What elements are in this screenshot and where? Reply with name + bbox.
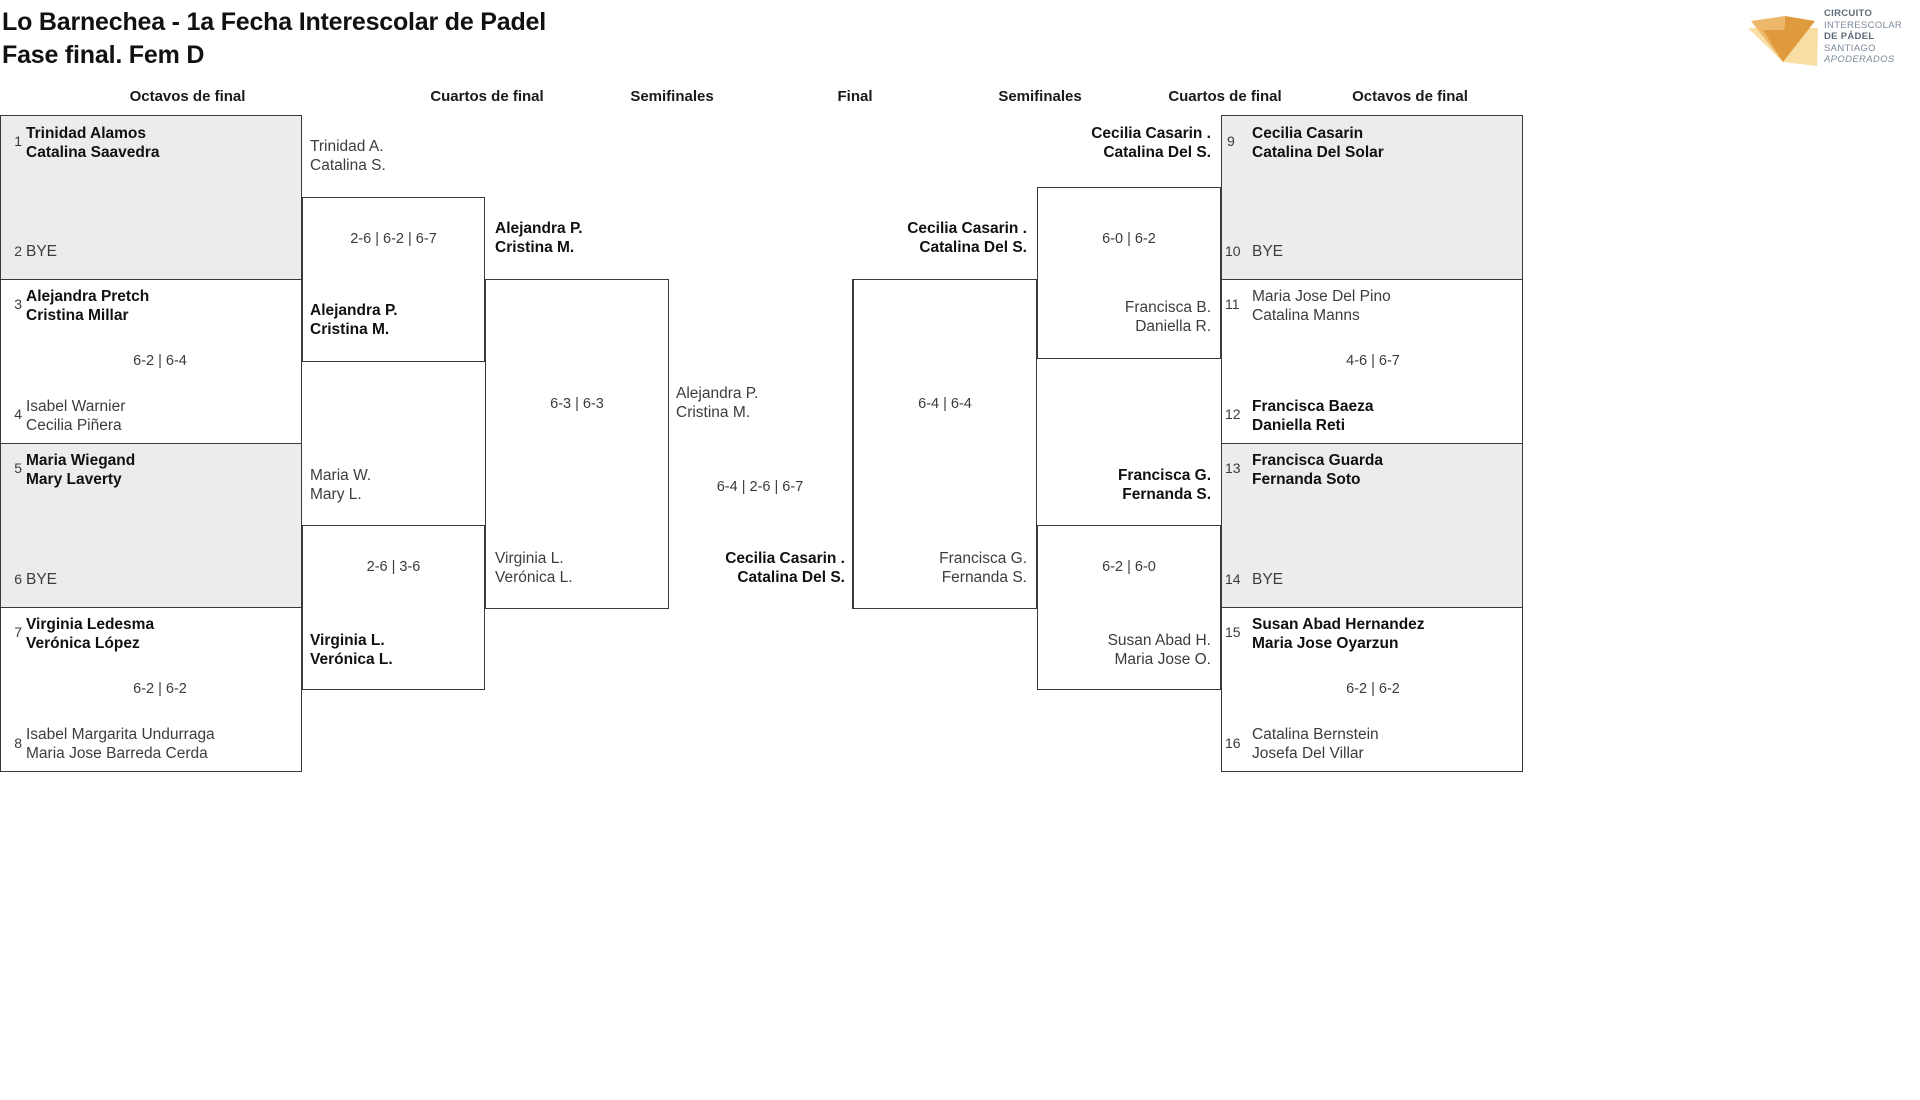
seed-number-9: 9 <box>1227 133 1235 149</box>
seed-number-7: 7 <box>14 624 22 640</box>
round-heading-right-r16: Octavos de final <box>1352 88 1468 105</box>
match-box-left-sf-1[interactable] <box>485 279 669 609</box>
score-left-r16-2: 6-2 | 6-4 <box>133 353 187 369</box>
player-names-left-sf-bot: Virginia L. Verónica L. <box>495 550 573 586</box>
player-names-seed-6: BYE <box>26 571 58 588</box>
player-names-seed-4: Isabel Warnier Cecilia Piñera <box>26 398 126 434</box>
player-names-seed-11: Maria Jose Del Pino Catalina Manns <box>1252 288 1391 324</box>
round-heading-final: Final <box>837 88 873 105</box>
score-left-qf-1: 2-6 | 6-2 | 6-7 <box>350 231 437 247</box>
player-names-right-qf-1-bot: Francisca B. Daniella R. <box>1124 299 1211 335</box>
seed-number-16: 16 <box>1225 735 1241 751</box>
player-names-seed-14: BYE <box>1252 571 1284 588</box>
logo-line-1: CIRCUITO <box>1824 8 1873 19</box>
score-right-r16-2: 4-6 | 6-7 <box>1346 353 1400 369</box>
seed-number-15: 15 <box>1225 624 1241 640</box>
player-names-right-qf-2-bot: Susan Abad H. Maria Jose O. <box>1107 632 1211 668</box>
player-names-left-qf-1-bot: Alejandra P. Cristina M. <box>310 302 398 338</box>
match-box-right-r16-1[interactable] <box>1221 115 1523 280</box>
player-names-seed-7: Virginia Ledesma Verónica López <box>26 616 155 652</box>
round-heading-right-sf: Semifinales <box>998 88 1082 105</box>
match-box-left-r16-3[interactable] <box>0 443 302 608</box>
player-names-seed-8: Isabel Margarita Undurraga Maria Jose Ba… <box>26 726 215 762</box>
score-left-qf-2: 2-6 | 3-6 <box>366 559 421 575</box>
score-right-qf-1: 6-0 | 6-2 <box>1102 231 1156 247</box>
match-box-final[interactable] <box>669 279 853 609</box>
round-heading-left-qf: Cuartos de final <box>430 88 544 105</box>
match-box-left-r16-4[interactable] <box>0 607 302 772</box>
seed-number-2: 2 <box>14 243 22 259</box>
seed-number-8: 8 <box>14 735 22 751</box>
player-names-seed-5: Maria Wiegand Mary Laverty <box>26 452 136 488</box>
score-right-r16-4: 6-2 | 6-2 <box>1346 681 1400 697</box>
logo-line-2: INTERESCOLAR <box>1824 19 1903 31</box>
match-box-right-sf-1[interactable] <box>853 279 1037 609</box>
title-line-2: Fase final. Fem D <box>2 40 205 69</box>
score-left-r16-4: 6-2 | 6-2 <box>133 681 187 697</box>
seed-number-3: 3 <box>14 296 22 312</box>
player-names-left-qf-1-top: Trinidad A. Catalina S. <box>310 138 386 174</box>
player-names-final-top: Alejandra P. Cristina M. <box>676 385 759 421</box>
score-left-sf: 6-3 | 6-3 <box>550 396 604 412</box>
match-box-right-r16-4[interactable] <box>1221 607 1523 772</box>
player-names-right-sf-bot: Francisca G. Fernanda S. <box>939 550 1027 586</box>
seed-number-11: 11 <box>1225 296 1240 312</box>
match-box-right-r16-2[interactable] <box>1221 279 1523 444</box>
match-box-left-qf-1[interactable] <box>302 197 485 362</box>
player-names-left-qf-2-top: Maria W. Mary L. <box>310 467 372 503</box>
match-box-right-qf-1[interactable] <box>1037 187 1221 359</box>
player-names-final-bot: Cecilia Casarin . Catalina Del S. <box>725 550 845 586</box>
round-heading-left-r16: Octavos de final <box>129 88 246 105</box>
match-box-left-qf-2[interactable] <box>302 525 485 690</box>
seed-number-4: 4 <box>14 406 22 422</box>
match-box-right-qf-2[interactable] <box>1037 525 1221 690</box>
logo-wordmark: CIRCUITO INTERESCOLAR DE PÁDEL SANTIAGO … <box>1824 8 1902 66</box>
logo-line-5: APODERADOS <box>1824 54 1895 66</box>
seed-number-6: 6 <box>14 571 22 587</box>
player-names-right-qf-1-top: Cecilia Casarin . Catalina Del S. <box>1091 125 1211 161</box>
player-names-seed-15: Susan Abad Hernandez Maria Jose Oyarzun <box>1252 616 1425 652</box>
circuito-star-logo-icon <box>1743 4 1918 76</box>
match-box-left-r16-1[interactable] <box>0 115 302 280</box>
player-names-seed-2: BYE <box>26 243 58 260</box>
seed-number-13: 13 <box>1225 460 1241 476</box>
player-names-right-qf-2-top: Francisca G. Fernanda S. <box>1117 467 1211 503</box>
player-names-seed-13: Francisca Guarda Fernanda Soto <box>1252 452 1383 488</box>
player-names-seed-10: BYE <box>1252 243 1284 260</box>
player-names-right-sf-top: Cecilia Casarin . Catalina Del S. <box>907 220 1027 256</box>
score-right-qf-2: 6-2 | 6-0 <box>1102 559 1156 575</box>
player-names-seed-3: Alejandra Pretch Cristina Millar <box>26 288 150 324</box>
seed-number-14: 14 <box>1225 571 1241 587</box>
page-title: Lo Barnechea - 1a Fecha Interescolar de … <box>2 6 546 71</box>
seed-number-10: 10 <box>1225 243 1241 259</box>
player-names-seed-12: Francisca Baeza Daniella Reti <box>1252 398 1374 434</box>
match-box-left-r16-2[interactable] <box>0 279 302 444</box>
seed-number-12: 12 <box>1225 406 1241 422</box>
player-names-left-sf-top: Alejandra P. Cristina M. <box>495 220 583 256</box>
score-right-sf: 6-4 | 6-4 <box>918 396 972 412</box>
score-final: 6-4 | 2-6 | 6-7 <box>716 479 804 495</box>
title-line-1: Lo Barnechea - 1a Fecha Interescolar de … <box>2 8 547 36</box>
player-names-seed-1: Trinidad Alamos Catalina Saavedra <box>26 125 160 161</box>
seed-number-1: 1 <box>14 133 22 149</box>
player-names-seed-16: Catalina Bernstein Josefa Del Villar <box>1252 726 1379 762</box>
match-box-right-r16-3[interactable] <box>1221 443 1523 608</box>
player-names-left-qf-2-bot: Virginia L. Verónica L. <box>310 632 393 668</box>
logo-line-4: SANTIAGO <box>1824 42 1876 54</box>
round-heading-left-sf: Semifinales <box>630 88 714 105</box>
logo-line-3: DE PÁDEL <box>1824 31 1875 43</box>
player-names-seed-9: Cecilia Casarin Catalina Del Solar <box>1252 125 1384 161</box>
seed-number-5: 5 <box>14 460 22 476</box>
round-heading-right-qf: Cuartos de final <box>1168 88 1282 105</box>
